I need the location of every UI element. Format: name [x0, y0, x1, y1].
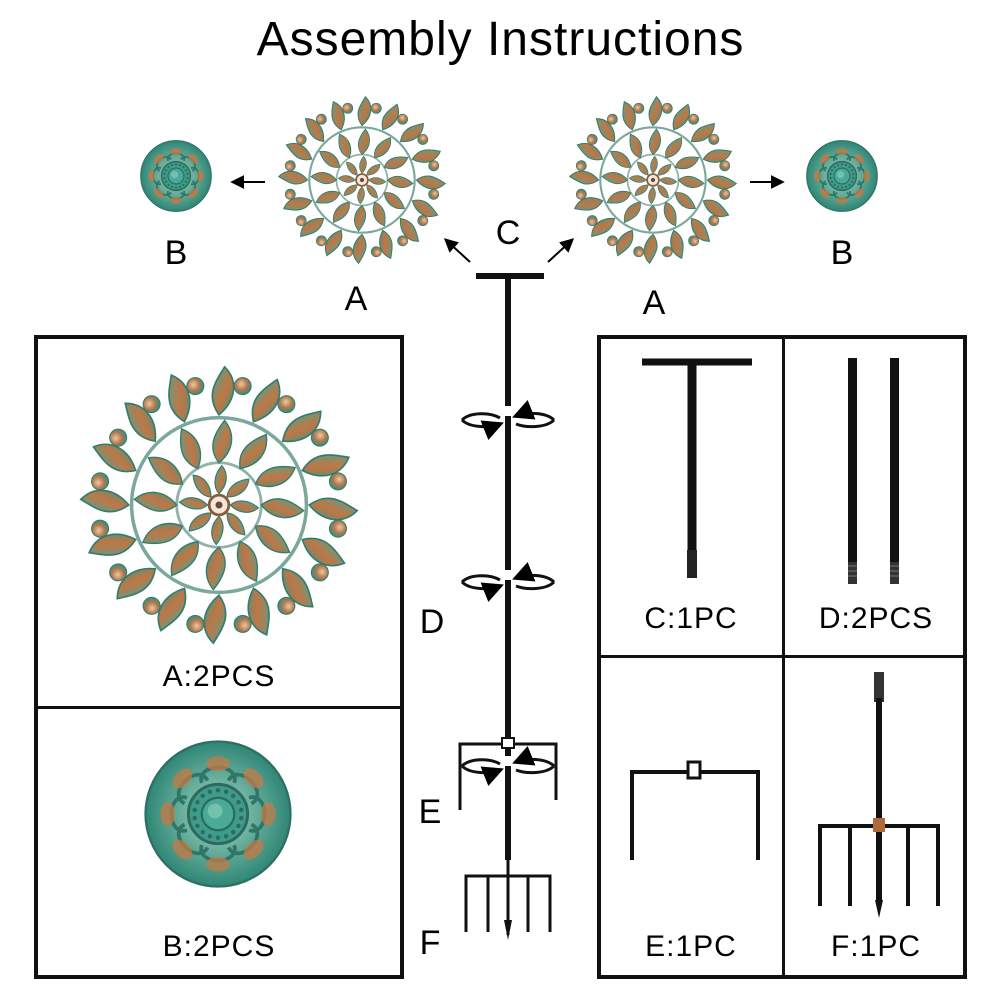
assembled-stake	[458, 273, 558, 940]
label-e: E	[418, 793, 442, 831]
sun-spinner-a-detail	[79, 365, 359, 645]
part-b-caption: B:2PCS	[162, 930, 276, 963]
twist-arrow-1	[460, 400, 556, 440]
part-d-illustration	[848, 358, 899, 584]
part-e-caption: E:1PC	[645, 930, 737, 963]
bracket-e-assembled	[458, 737, 558, 810]
arrow-c-to-a-right	[547, 238, 575, 263]
parts-panel-left	[34, 335, 404, 979]
flower-cap-b-detail	[144, 740, 292, 888]
top-arrows	[230, 175, 785, 263]
panel-divider-left	[34, 706, 404, 709]
part-c-illustration	[642, 358, 752, 578]
label-a-right: A	[642, 284, 666, 322]
twist-arrow-3	[460, 746, 556, 786]
label-f: F	[419, 924, 441, 962]
label-a-left: A	[344, 280, 368, 318]
fork-f-assembled	[464, 780, 552, 935]
page-title: Assembly Instructions	[256, 13, 745, 66]
part-f-caption: F:1PC	[830, 930, 922, 963]
part-e-illustration	[630, 760, 760, 860]
twist-arrow-2	[460, 562, 556, 602]
part-f-illustration	[818, 672, 940, 918]
label-b-left: B	[164, 234, 188, 272]
arrow-c-to-a-left	[443, 238, 471, 263]
label-c: C	[495, 214, 521, 252]
part-a-caption: A:2PCS	[162, 660, 276, 693]
label-b-right: B	[830, 234, 854, 272]
label-d: D	[419, 603, 445, 641]
part-d-caption: D:2PCS	[818, 602, 934, 635]
part-c-caption: C:1PC	[644, 602, 738, 635]
panel-divider-vertical	[782, 335, 785, 979]
